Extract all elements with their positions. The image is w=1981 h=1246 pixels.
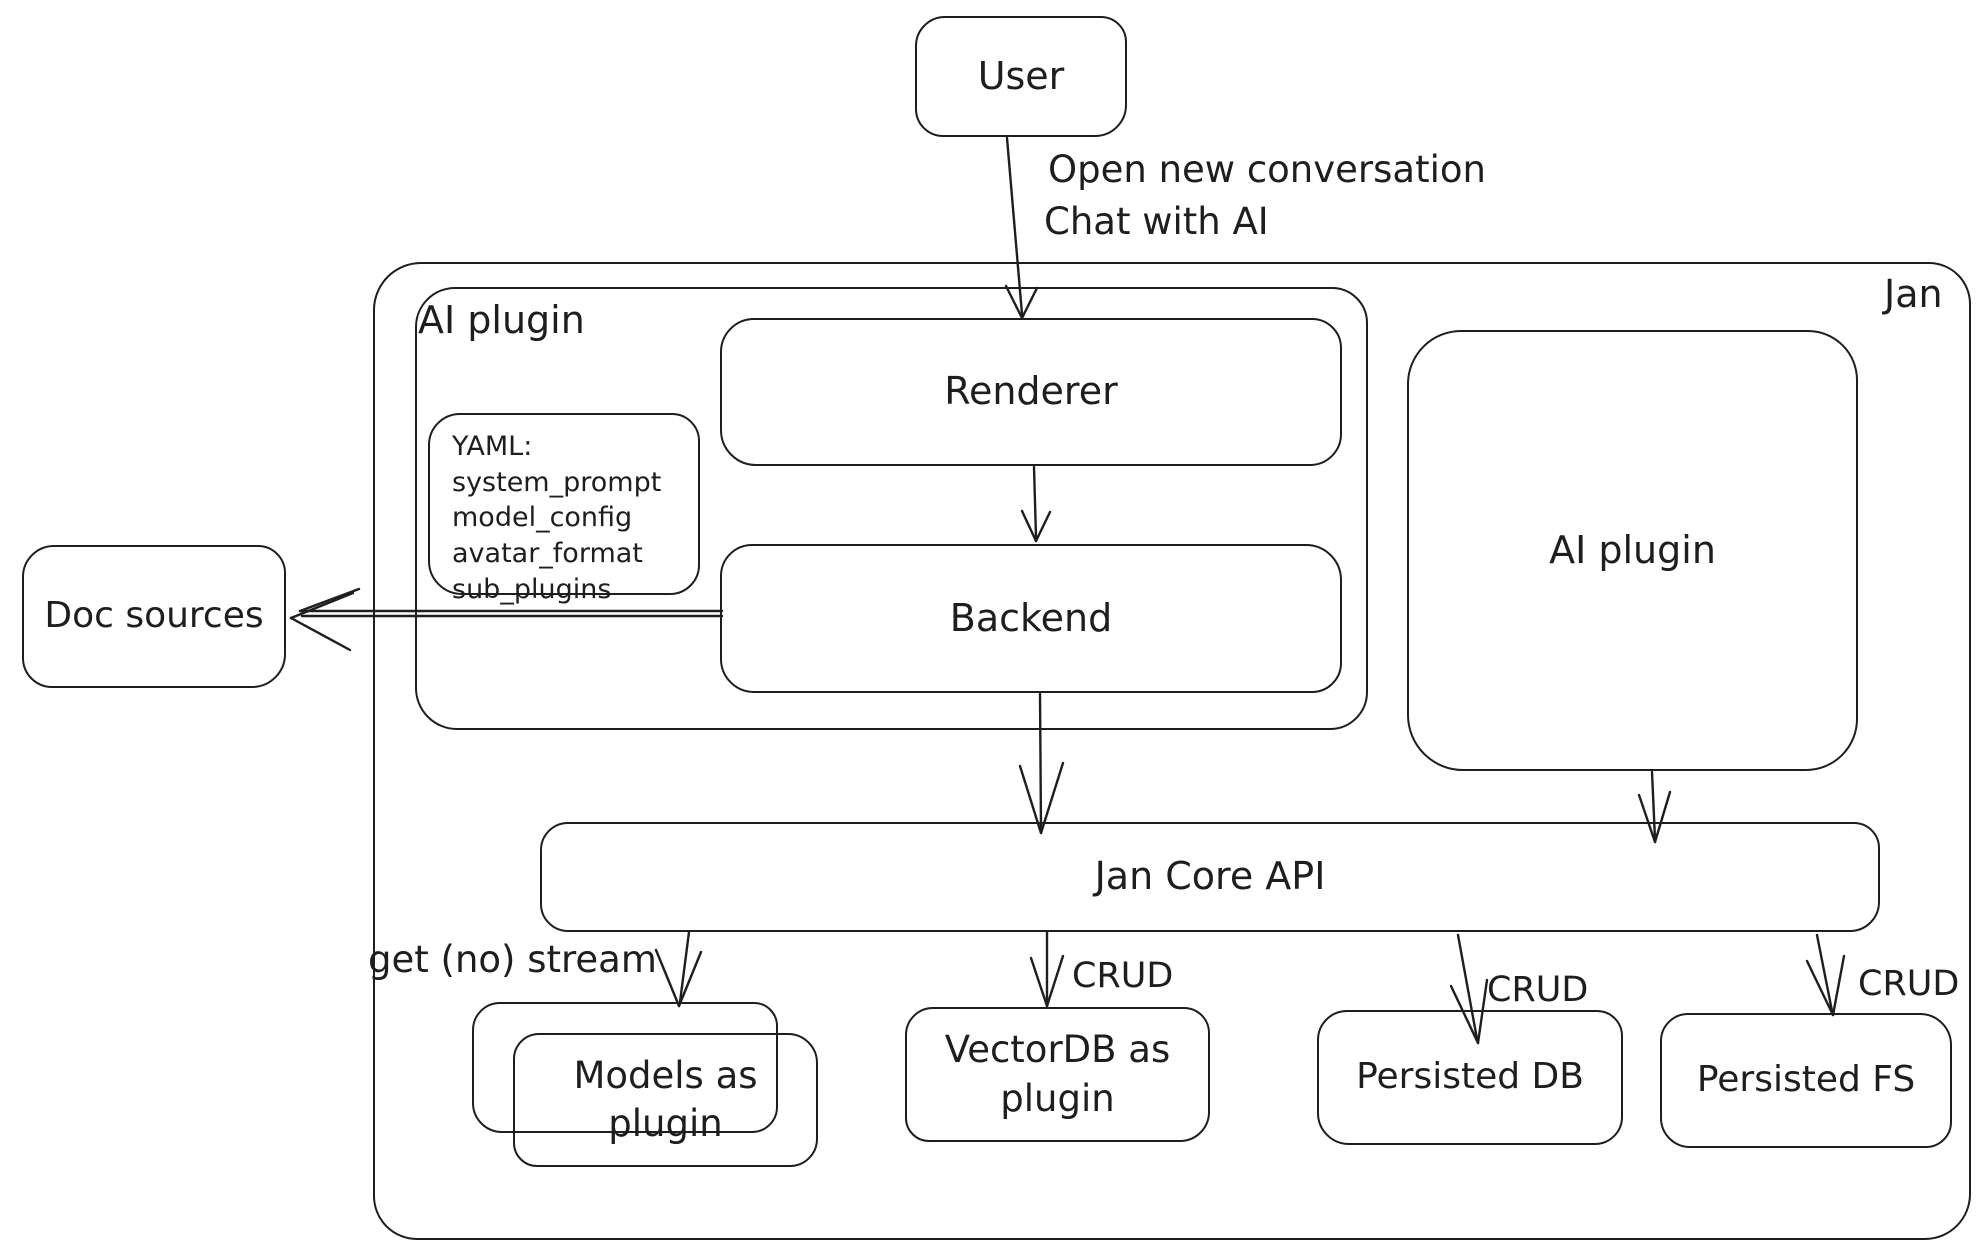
- edge-label-get-no-stream: get (no) stream: [368, 938, 657, 981]
- yaml-line: avatar_format: [452, 537, 643, 569]
- user-node: User: [915, 16, 1127, 137]
- ai-plugin-right-node-label: AI plugin: [1549, 527, 1716, 572]
- models-plugin-node: Models as plugin: [513, 1033, 818, 1167]
- edge-label-crud-vectordb: CRUD: [1072, 956, 1174, 996]
- yaml-line: system_prompt: [452, 466, 662, 498]
- ai-plugin-right-node: AI plugin: [1407, 330, 1858, 771]
- renderer-node: Renderer: [720, 318, 1342, 466]
- edge-label-open-new-conversation: Open new conversation: [1048, 148, 1486, 191]
- edge-label-chat-with-ai: Chat with AI: [1044, 200, 1269, 243]
- yaml-line: sub_plugins: [452, 573, 612, 605]
- persisted-fs-node-label: Persisted FS: [1696, 1059, 1916, 1101]
- yaml-line: model_config: [452, 502, 633, 534]
- edge-label-crud-persisted-fs: CRUD: [1858, 964, 1960, 1004]
- doc-sources-node-label: Doc sources: [44, 595, 264, 637]
- jan-core-api-node-label: Jan Core API: [1094, 854, 1326, 899]
- backend-node-label: Backend: [949, 595, 1113, 640]
- renderer-node-label: Renderer: [944, 369, 1118, 414]
- vectordb-plugin-node: VectorDB as plugin: [905, 1007, 1210, 1142]
- persisted-db-node: Persisted DB: [1317, 1010, 1623, 1145]
- ai-plugin-left-container: [415, 287, 1368, 730]
- yaml-note-box: YAML: system_prompt model_config avatar_…: [428, 413, 700, 605]
- vectordb-plugin-node-label: VectorDB as plugin: [944, 1028, 1171, 1120]
- doc-sources-node: Doc sources: [22, 545, 286, 688]
- jan-container: [373, 262, 1971, 1240]
- models-plugin-node-label: Models as plugin: [573, 1053, 758, 1145]
- persisted-fs-node: Persisted FS: [1660, 1013, 1952, 1148]
- yaml-line: YAML:: [452, 431, 533, 462]
- persisted-db-node-label: Persisted DB: [1356, 1056, 1584, 1098]
- backend-node: Backend: [720, 544, 1342, 693]
- edge-label-crud-persisted-db: CRUD: [1487, 970, 1589, 1010]
- ai-plugin-left-label: AI plugin: [418, 298, 585, 342]
- jan-container-label: Jan: [1884, 272, 1943, 316]
- jan-core-api-node: Jan Core API: [540, 822, 1880, 932]
- models-plugin-back-box: [472, 1002, 778, 1133]
- user-node-label: User: [977, 53, 1065, 98]
